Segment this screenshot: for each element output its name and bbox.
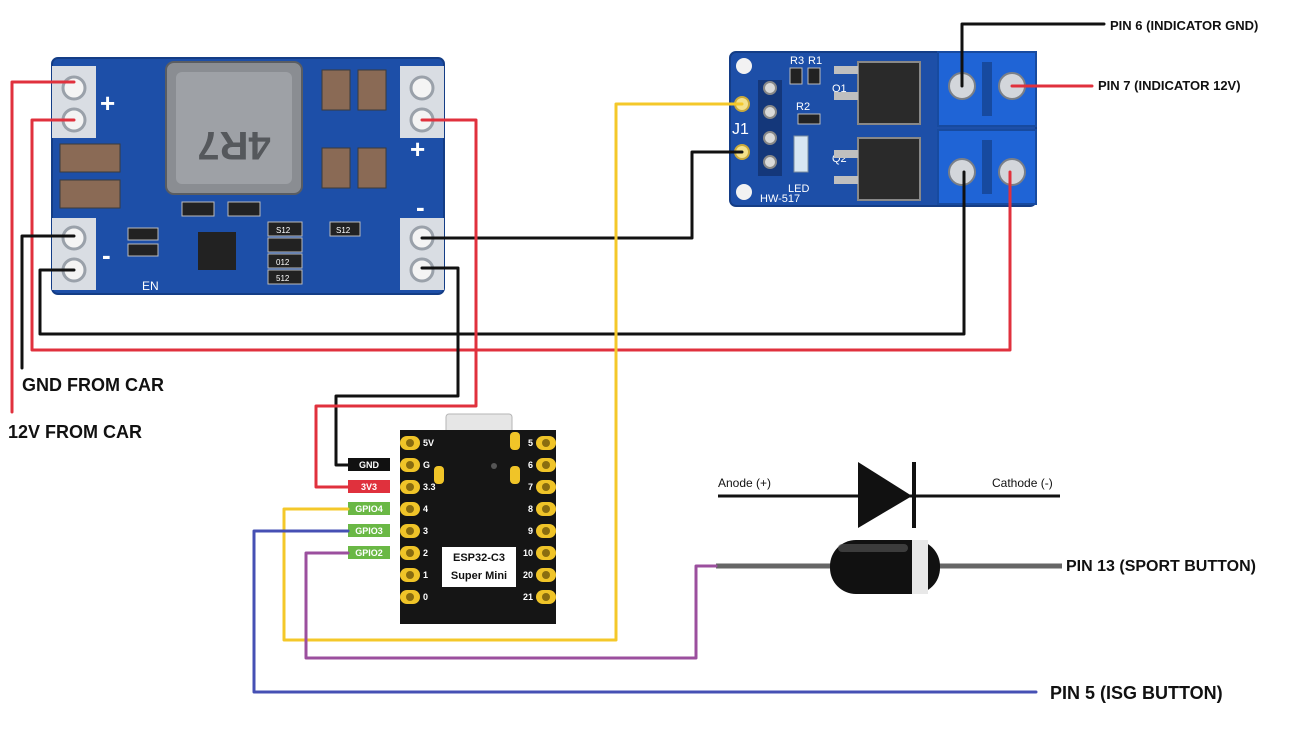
esp-left-pin-label: G [423, 460, 430, 470]
wire-gnd-to-mosfet [38, 170, 966, 336]
esp-left-pin-label: 2 [423, 548, 428, 558]
inductor-marking: 4R7 [197, 123, 270, 167]
esp-left-pin-hole [406, 505, 414, 513]
cathode-label: Cathode (-) [992, 476, 1053, 490]
wire-buck-3v3-esp [314, 118, 478, 489]
esp-left-pin-hole [406, 527, 414, 535]
mosfet-resistors [789, 67, 821, 125]
mosfet-module: J1 R3 R1 R2 Q1 Q2 LED HW-517 [729, 51, 1037, 207]
esp-pin-tags: GND 3V3 GPIO4 GPIO3 GPIO2 [348, 458, 390, 559]
wire-buck-gnd-esp [334, 266, 460, 467]
esp-right-pin-label: 21 [523, 592, 533, 602]
esp-right-pin-label: 20 [523, 570, 533, 580]
diode-component [716, 540, 1062, 594]
esp-right-pin-hole [542, 439, 550, 447]
wire-gpio2-diode [304, 551, 718, 660]
esp-left-pin-hole [406, 439, 414, 447]
tag-gnd: GND [359, 460, 380, 470]
buck-converter-board: + + - - EN 4R7 S12 [51, 57, 445, 295]
esp-left-pin-label: 3.3 [423, 482, 436, 492]
buck-plus-in-label: + [100, 88, 115, 118]
mosfet-r3-label: R3 [790, 55, 804, 67]
wire-gpio3-pin5 [252, 529, 1038, 694]
esp-right-pin-hole [542, 527, 550, 535]
mosfet-r2-label: R2 [796, 101, 810, 113]
esp-name-line2: Super Mini [451, 570, 507, 582]
esp-left-pin-hole [406, 571, 414, 579]
label-12v-from-car: 12V FROM CAR [8, 422, 142, 442]
diode-symbol [718, 462, 1060, 528]
wire-12v-to-mosfet [30, 118, 1012, 352]
buck-chip-mark-4: 512 [276, 274, 290, 283]
esp-left-pin-label: 1 [423, 570, 428, 580]
buck-small-parts [127, 201, 361, 285]
esp-right-pin-label: 9 [528, 526, 533, 536]
buck-ic [198, 232, 236, 270]
esp-left-pin-label: 4 [423, 504, 428, 514]
buck-chip-mark-1: S12 [336, 226, 351, 235]
mosfet-r1-label: R1 [808, 55, 822, 67]
tag-gpio2: GPIO2 [355, 548, 383, 558]
label-gnd-from-car: GND FROM CAR [22, 375, 164, 395]
esp-right-pin-label: 8 [528, 504, 533, 514]
label-pin6: PIN 6 (INDICATOR GND) [1110, 18, 1258, 33]
esp-right-pin-hole [542, 505, 550, 513]
esp-right-pin-hole [542, 461, 550, 469]
wire-12v-car [10, 80, 76, 414]
esp-name-line1: ESP32-C3 [453, 552, 505, 564]
mosfet-j1-label: J1 [732, 121, 749, 138]
wire-buck-out-gnd-mosfet [420, 150, 744, 240]
label-pin7: PIN 7 (INDICATOR 12V) [1098, 78, 1241, 93]
esp-left-pin-label: 3 [423, 526, 428, 536]
esp-left-pin-hole [406, 593, 414, 601]
anode-label: Anode (+) [718, 476, 771, 490]
esp-right-pin-label: 7 [528, 482, 533, 492]
buck-en-label: EN [142, 279, 159, 293]
buck-minus-in-label: - [102, 240, 111, 270]
esp-right-pin-hole [542, 593, 550, 601]
mosfet-led [793, 135, 809, 173]
buck-plus-out-label: + [410, 134, 425, 164]
esp-left-pin-hole [406, 549, 414, 557]
mosfet-q2 [857, 137, 921, 201]
wire-pin6 [960, 22, 1106, 88]
esp-right-pin-label: 6 [528, 460, 533, 470]
mosfet-q1 [857, 61, 921, 125]
label-pin5: PIN 5 (ISG BUTTON) [1050, 683, 1223, 703]
tag-3v3: 3V3 [361, 482, 377, 492]
esp-left-pin-hole [406, 483, 414, 491]
esp-right-pin-hole [542, 571, 550, 579]
tag-gpio4: GPIO4 [355, 504, 383, 514]
label-pin13: PIN 13 (SPORT BUTTON) [1066, 558, 1256, 575]
esp-right-pin-label: 10 [523, 548, 533, 558]
wires [10, 22, 1106, 694]
esp-right-pin-label: 5 [528, 438, 533, 448]
buck-minus-out-label: - [416, 192, 425, 222]
wire-gnd-car [20, 234, 76, 370]
esp-left-pin-label: 0 [423, 592, 428, 602]
wire-gpio4-mosfet [282, 102, 744, 642]
esp-left-pin-label: 5V [423, 438, 434, 448]
esp32-c3-board: ESP32-C3 Super Mini 5VG3.343210567891020… [400, 413, 556, 624]
tag-gpio3: GPIO3 [355, 526, 383, 536]
mosfet-led-label: LED [788, 183, 809, 195]
esp-right-pin-hole [542, 483, 550, 491]
buck-capacitors [59, 69, 387, 209]
mosfet-model-label: HW-517 [760, 193, 800, 205]
esp-left-pin-hole [406, 461, 414, 469]
buck-chip-mark-2: S12 [276, 226, 291, 235]
esp-right-pin-hole [542, 549, 550, 557]
buck-chip-mark-3: 012 [276, 258, 290, 267]
